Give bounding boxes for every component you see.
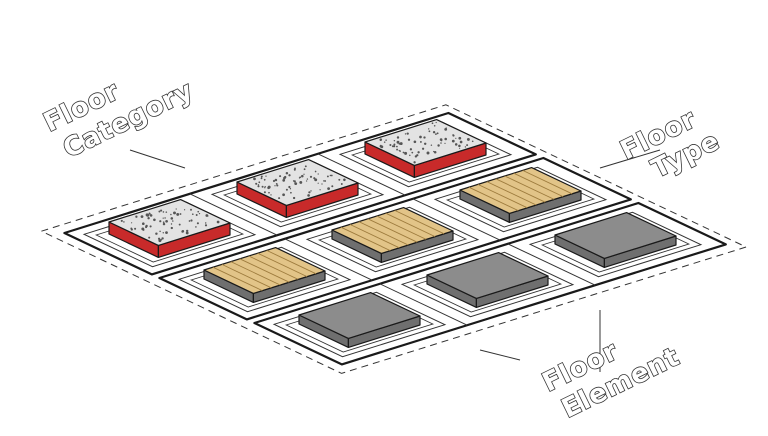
leader-line (129, 149, 186, 169)
floor-slabs (108, 118, 677, 348)
leader-line (599, 149, 661, 169)
label-floor-type: Floor Type (615, 103, 725, 185)
floor-slab-wood (331, 207, 454, 263)
floor-slab-wood (459, 167, 582, 223)
cell-divider (507, 243, 596, 286)
cell-divider (412, 198, 501, 241)
label-floor-element: Floor Element (537, 335, 685, 425)
floor-slab-grey (298, 292, 421, 348)
floor-slab-speckled-red (364, 118, 487, 178)
outer-dashed-boundary (40, 104, 748, 374)
leader-line (479, 349, 521, 361)
cell-divider (317, 153, 406, 196)
floor-slab-grey (426, 252, 549, 308)
cell-divider (189, 193, 278, 236)
floor-slab-speckled-red (108, 199, 231, 258)
outer-dashed-line (40, 104, 748, 374)
floor-slab-speckled-red (236, 159, 359, 218)
cell-divider (379, 283, 468, 326)
label-floor-category: Floor Category (38, 75, 199, 165)
floor-slab-grey (554, 212, 677, 268)
cell-divider (284, 238, 373, 281)
floor-slab-wood (203, 247, 326, 303)
leader-lines (129, 149, 661, 372)
